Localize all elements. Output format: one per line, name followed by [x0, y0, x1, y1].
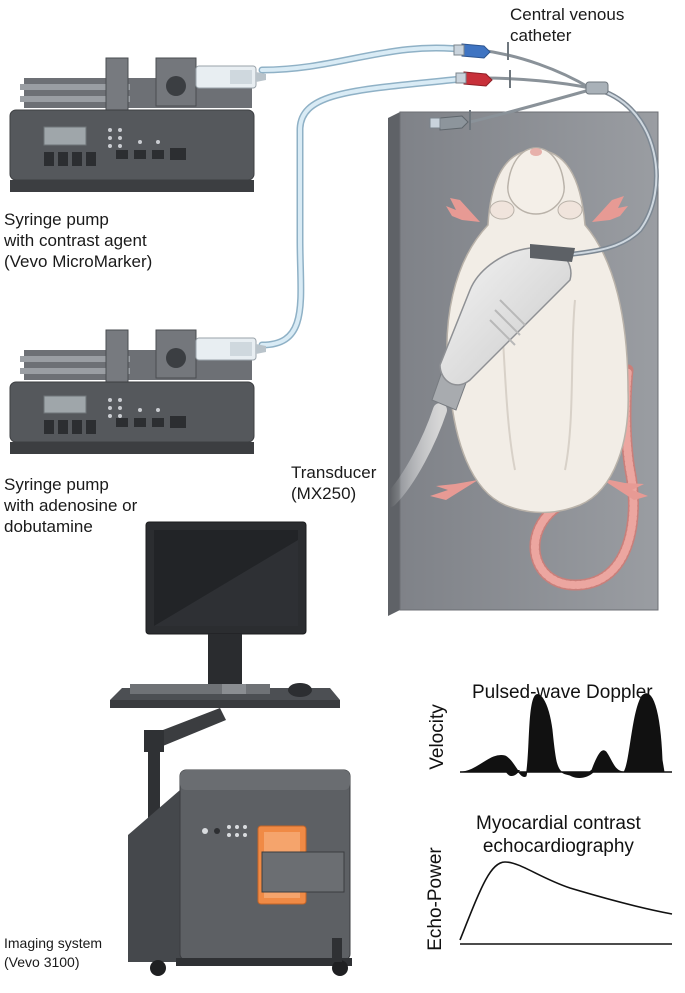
syringe-pump-drug [9, 329, 266, 454]
pw-doppler-ylabel: Velocity [427, 704, 448, 770]
pw-doppler-waveform [459, 693, 665, 777]
transducer-label: Transducer (MX250) [291, 463, 377, 503]
imaging-system-label: Imaging system (Vevo 3100) [4, 935, 103, 970]
central-venous-catheter [429, 42, 659, 258]
syringe-pump-drug-label: Syringe pump with adenosine or dobutamin… [4, 475, 138, 536]
transducer-probe [383, 244, 575, 507]
infusion-tubing [258, 44, 474, 349]
syringe-pump-contrast [9, 57, 266, 192]
imaging-system [110, 521, 352, 976]
pw-doppler-chart [459, 693, 672, 778]
mce-title: Myocardial contrast echocardiography [476, 813, 641, 857]
syringe-pump-contrast-label: Syringe pump with contrast agent (Vevo M… [4, 210, 153, 271]
mce-ylabel: Echo-Power [425, 847, 446, 951]
mce-chart [459, 861, 673, 945]
mce-curve [459, 861, 673, 941]
catheter-label: Central venous catheter [510, 5, 625, 45]
rat [430, 147, 648, 591]
pw-doppler-title: Pulsed-wave Doppler [472, 682, 653, 703]
